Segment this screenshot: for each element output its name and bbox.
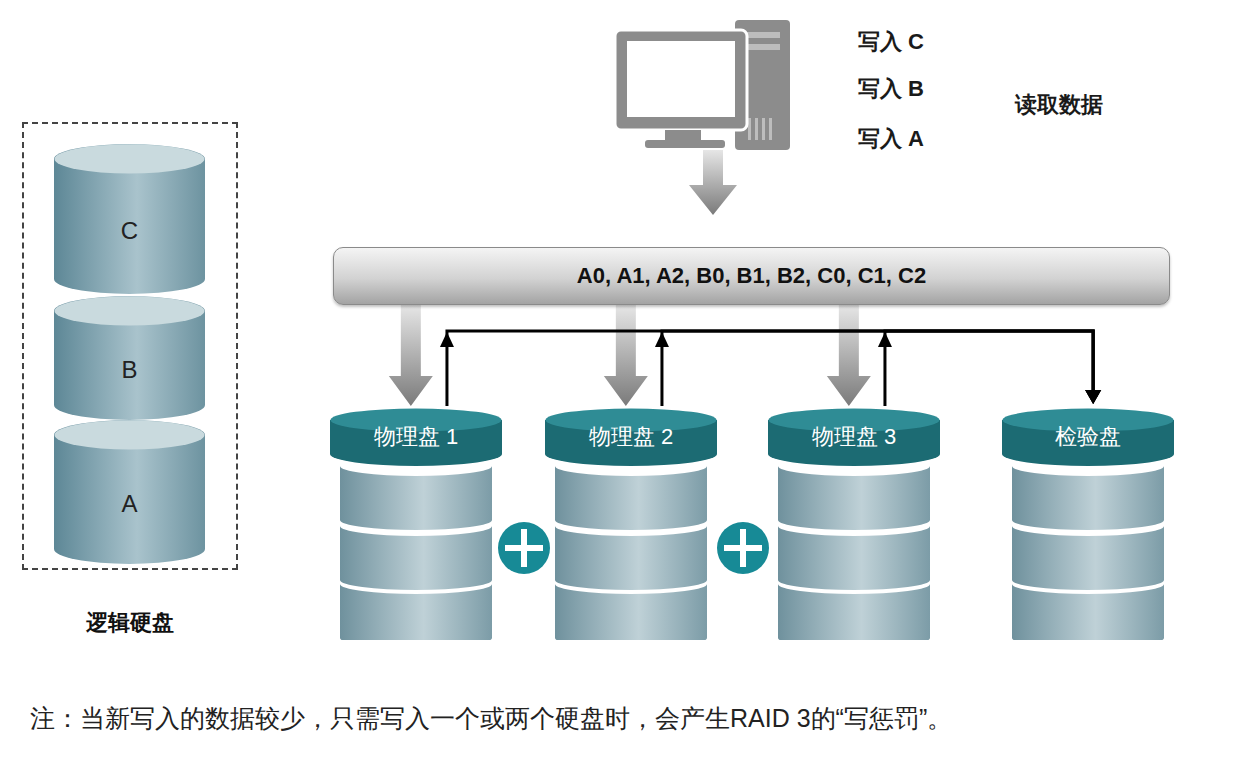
note-caption: 注：当新写入的数据较少，只需写入一个或两个硬盘时，会产生RAID 3的“写惩罚”… (30, 702, 952, 735)
physical-disk: 物理盘 3 (768, 408, 940, 640)
node-label: 物理盘 3 (768, 422, 940, 452)
operation-label: 写入 A (858, 124, 924, 154)
operation-label: 写入 B (858, 74, 924, 104)
node-label: A (121, 490, 137, 518)
node-label: 物理盘 2 (545, 422, 717, 452)
operation-label: 写入 C (858, 27, 924, 57)
node-label: C (121, 217, 138, 245)
node-label: 物理盘 1 (330, 422, 502, 452)
node-label: A0, A1, A2, B0, B1, B2, C0, C1, C2 (577, 263, 926, 289)
logical-disk-frame: 逻辑硬盘CBA (22, 122, 238, 570)
parity-disk: 检验盘 (1002, 408, 1174, 640)
connector (655, 331, 1101, 406)
disk-segment: C (54, 144, 205, 294)
computer-icon (615, 20, 790, 215)
node-label: B (121, 356, 137, 384)
physical-disk: 物理盘 1 (330, 408, 502, 640)
node-label: 检验盘 (1002, 422, 1174, 452)
data-bus-bar: A0, A1, A2, B0, B1, B2, C0, C1, C2 (333, 247, 1170, 305)
node-label: 逻辑硬盘 (4, 608, 256, 638)
physical-disk: 物理盘 2 (545, 408, 717, 640)
connector (604, 305, 648, 406)
disk-segment: A (54, 420, 205, 564)
action-label: 读取数据 (1015, 90, 1103, 120)
connector (878, 331, 1101, 406)
disk-segment: B (54, 296, 205, 420)
connector (440, 331, 1101, 406)
connector (827, 305, 871, 406)
connector (389, 305, 433, 406)
